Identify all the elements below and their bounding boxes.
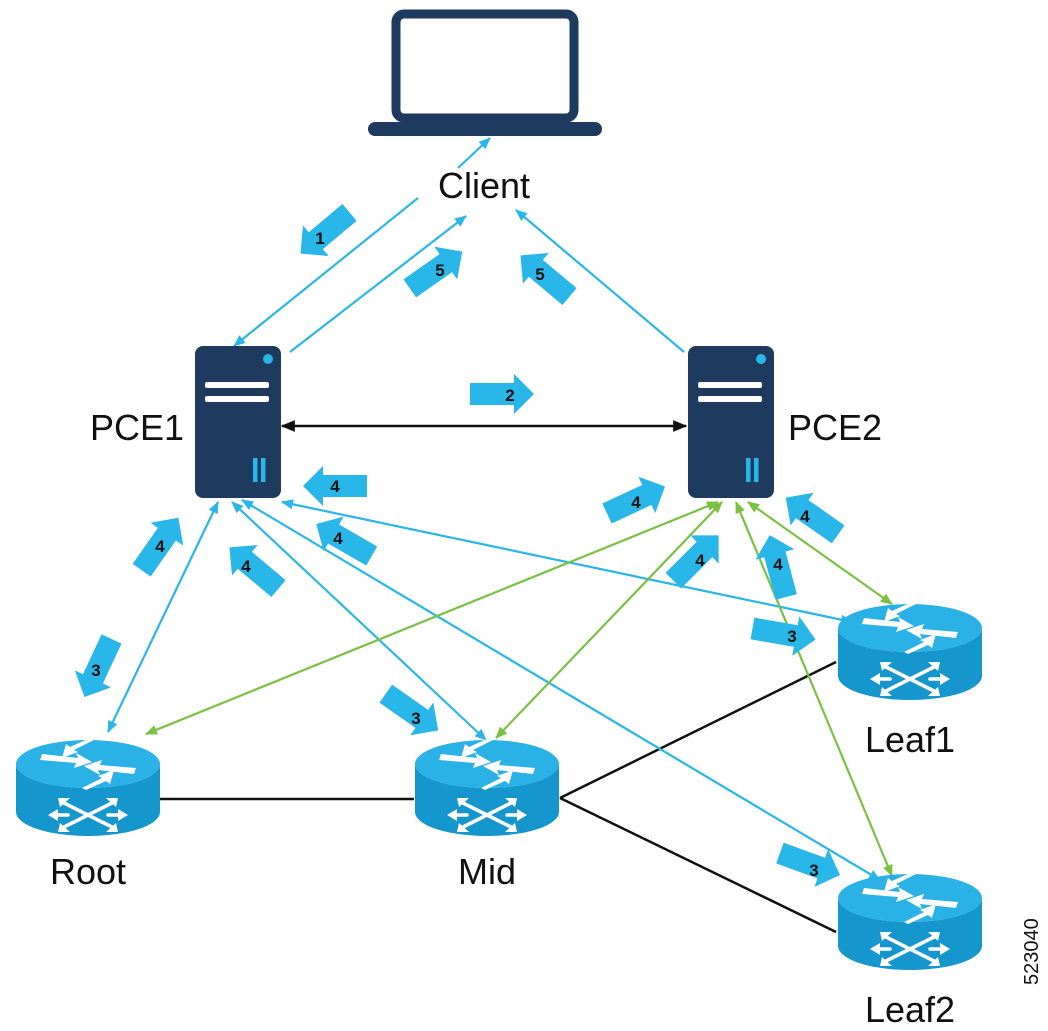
leaf1-label: Leaf1: [865, 719, 955, 760]
link-mid-leaf1: [559, 660, 837, 800]
step-badge-4-d-label: 4: [241, 557, 251, 576]
step-badge-4-c: [306, 506, 382, 574]
arrow-pce2-leaf1: [747, 501, 893, 605]
root-router-icon: [14, 736, 162, 838]
step-badge-4-g-label: 4: [773, 555, 783, 574]
arrow-pce1-to-client: [289, 215, 467, 353]
figure-id: 523040: [1021, 918, 1043, 985]
step-badge-5-right-label: 5: [535, 265, 544, 284]
step-badge-2: [470, 374, 534, 414]
step-badge-4-h-label: 4: [800, 507, 810, 526]
client-laptop-icon: [368, 9, 602, 136]
arrow-client-up: [457, 137, 491, 169]
leaf2-router-icon: [836, 870, 984, 972]
step-badge-3-leaf2-label: 3: [809, 861, 818, 880]
step-badge-4-h: [774, 481, 850, 551]
step-badge-4-a-label: 4: [330, 477, 340, 496]
step-badge-5-left-label: 5: [435, 261, 444, 280]
step-badge-4-f-label: 4: [695, 551, 705, 570]
root-label: Root: [50, 851, 126, 892]
pce2-server-icon: [688, 346, 774, 498]
pce1-label: PCE1: [90, 407, 184, 448]
green-message-arrows: [145, 500, 894, 877]
leaf1-router-icon: [836, 600, 984, 702]
arrow-pce2-root: [145, 500, 719, 736]
arrow-pce2-mid: [495, 501, 723, 739]
step-badge-5-right: [507, 240, 583, 312]
step-badge-1: [287, 197, 363, 269]
step-badge-4-d: [216, 532, 292, 604]
step-badge-2-label: 2: [505, 386, 514, 405]
leaf2-label: Leaf2: [865, 989, 955, 1030]
step-badge-4-b-label: 4: [155, 537, 165, 556]
mid-label: Mid: [458, 851, 516, 892]
step-badge-3-root-label: 3: [91, 661, 100, 680]
mid-router-icon: [413, 736, 561, 838]
step-badge-4-e-label: 4: [631, 493, 641, 512]
step-badge-3-mid-label: 3: [411, 709, 420, 728]
pce1-server-icon: [195, 346, 281, 498]
arrow-client-to-pce1: [233, 197, 419, 347]
step-badge-1-label: 1: [315, 229, 324, 248]
step-badge-3-leaf1-label: 3: [787, 627, 796, 646]
step-badge-4-c-label: 4: [333, 529, 343, 548]
pce2-label: PCE2: [788, 407, 882, 448]
arrow-pce2-to-client: [515, 209, 685, 353]
client-label: Client: [438, 165, 530, 206]
